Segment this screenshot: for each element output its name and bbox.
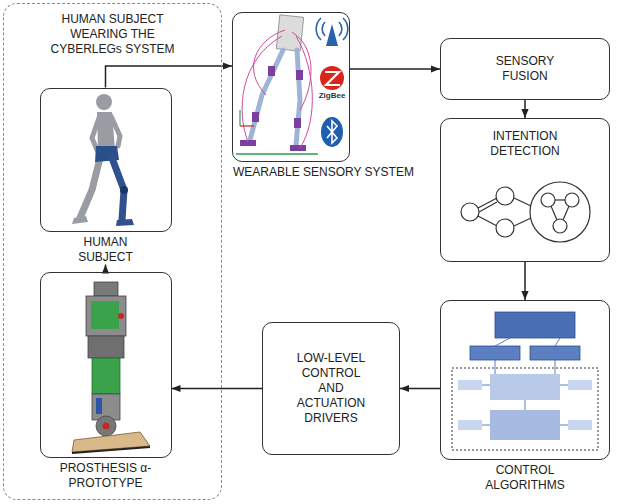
prosthesis-render bbox=[72, 282, 150, 453]
prosthesis-box: PROSTHESIS α-PROTOTYPE bbox=[40, 272, 172, 458]
flow-arrow bbox=[106, 66, 233, 88]
flow-arrow bbox=[350, 68, 440, 70]
box-label: SENSORY FUSION bbox=[485, 54, 565, 84]
sensor-sketch bbox=[236, 15, 348, 154]
process-box: LOW-LEVEL CONTROL AND ACTUATION DRIVERS bbox=[262, 322, 400, 455]
process-box: SENSORY FUSION bbox=[440, 38, 610, 100]
flow-arrow bbox=[524, 262, 526, 300]
flow-arrow bbox=[172, 388, 263, 390]
sensor-box: WEARABLE SENSORY SYSTEM bbox=[232, 12, 350, 162]
algorithm-box: CONTROL ALGORITHMS bbox=[440, 300, 610, 460]
walking-person bbox=[72, 94, 134, 226]
box-caption: PROSTHESIS α-PROTOTYPE bbox=[56, 461, 156, 491]
subject-box: HUMAN SUBJECT bbox=[40, 88, 172, 232]
group-title: HUMAN SUBJECT WEARING THE CYBERLEGs SYST… bbox=[38, 12, 188, 57]
control-blocks bbox=[452, 312, 598, 450]
box-caption: CONTROL ALGORITHMS bbox=[483, 463, 567, 493]
box-caption: HUMAN SUBJECT bbox=[73, 235, 138, 265]
process-box: INTENTION DETECTION bbox=[440, 118, 610, 262]
flow-arrow bbox=[105, 265, 107, 272]
box-label: INTENTION DETECTION bbox=[480, 129, 570, 159]
system-region: HUMAN SUBJECT WEARING THE CYBERLEGs SYST… bbox=[3, 3, 222, 500]
flow-arrow bbox=[524, 100, 526, 118]
logo-text: ZigBee bbox=[316, 92, 348, 101]
box-label: LOW-LEVEL CONTROL AND ACTUATION DRIVERS bbox=[291, 351, 371, 426]
box-caption: WEARABLE SENSORY SYSTEM bbox=[233, 165, 414, 180]
flow-arrow bbox=[400, 388, 440, 390]
network-graph bbox=[461, 182, 590, 242]
